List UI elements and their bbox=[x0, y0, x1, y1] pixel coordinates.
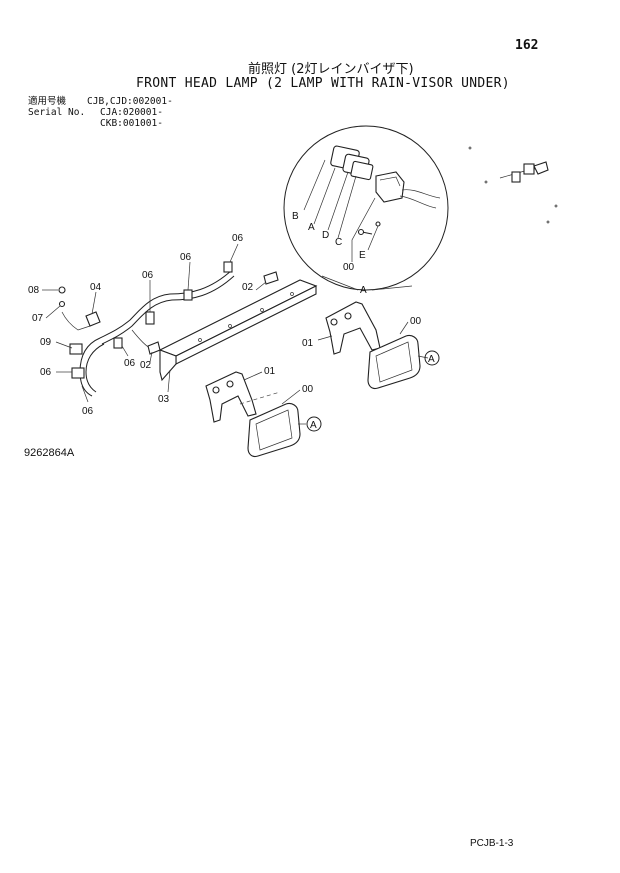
mounting-plate bbox=[158, 279, 318, 382]
detail-label-c: C bbox=[335, 237, 342, 248]
callout-03: 03 bbox=[158, 394, 170, 405]
callout-06-mid3: 06 bbox=[124, 358, 136, 369]
callout-01-left: 01 bbox=[264, 366, 276, 377]
callout-06-top: 06 bbox=[232, 233, 244, 244]
detail-label-e: E bbox=[359, 250, 366, 261]
ref-circle-left bbox=[306, 416, 322, 432]
detail-lamp-bulb bbox=[350, 160, 374, 181]
callout-00-left: 00 bbox=[302, 384, 314, 395]
callout-09: 09 bbox=[40, 337, 52, 348]
wire-harness bbox=[58, 261, 279, 397]
serial-range-3: CKB:001001- bbox=[100, 118, 163, 129]
callout-02-upper: 02 bbox=[242, 282, 254, 293]
reference-a-right: A bbox=[428, 354, 435, 365]
top-right-connector bbox=[468, 146, 558, 224]
detail-view bbox=[283, 125, 449, 291]
detail-reference-a: A bbox=[360, 285, 367, 296]
drawing-number: 9262864A bbox=[24, 447, 75, 459]
callout-06-left: 06 bbox=[40, 367, 52, 378]
page-number: 162 bbox=[515, 38, 539, 53]
reference-a-left: A bbox=[310, 420, 317, 431]
callout-06-bottom: 06 bbox=[82, 406, 94, 417]
page-code: PCJB-1-3 bbox=[470, 838, 514, 849]
callout-02-lower: 02 bbox=[140, 360, 152, 371]
serial-range-1: CJB,CJD:002001- bbox=[87, 96, 173, 107]
detail-label-00: 00 bbox=[343, 262, 355, 273]
callout-00-right: 00 bbox=[410, 316, 422, 327]
serial-label-english: Serial No. bbox=[28, 107, 86, 118]
title-english: FRONT HEAD LAMP (2 LAMP WITH RAIN-VISOR … bbox=[136, 76, 510, 91]
serial-label-japanese: 適用号機 bbox=[28, 96, 67, 107]
right-lamp-assembly bbox=[325, 301, 440, 390]
detail-label-b: B bbox=[292, 211, 299, 222]
detail-lamp-housing bbox=[375, 171, 405, 203]
callout-06-mid2: 06 bbox=[142, 270, 154, 281]
detail-label-a: A bbox=[308, 222, 315, 233]
ref-circle-right bbox=[424, 350, 440, 366]
callout-04: 04 bbox=[90, 282, 102, 293]
serial-range-2: CJA:020001- bbox=[100, 107, 163, 118]
callout-06-mid1: 06 bbox=[180, 252, 192, 263]
callout-01-right: 01 bbox=[302, 338, 314, 349]
detail-label-d: D bbox=[322, 230, 329, 241]
callout-07: 07 bbox=[32, 313, 44, 324]
left-lamp-assembly bbox=[205, 371, 322, 458]
detail-circle bbox=[283, 125, 449, 291]
callout-08: 08 bbox=[28, 285, 40, 296]
title-japanese: 前照灯 (2灯レインバイザ下) bbox=[248, 62, 414, 77]
